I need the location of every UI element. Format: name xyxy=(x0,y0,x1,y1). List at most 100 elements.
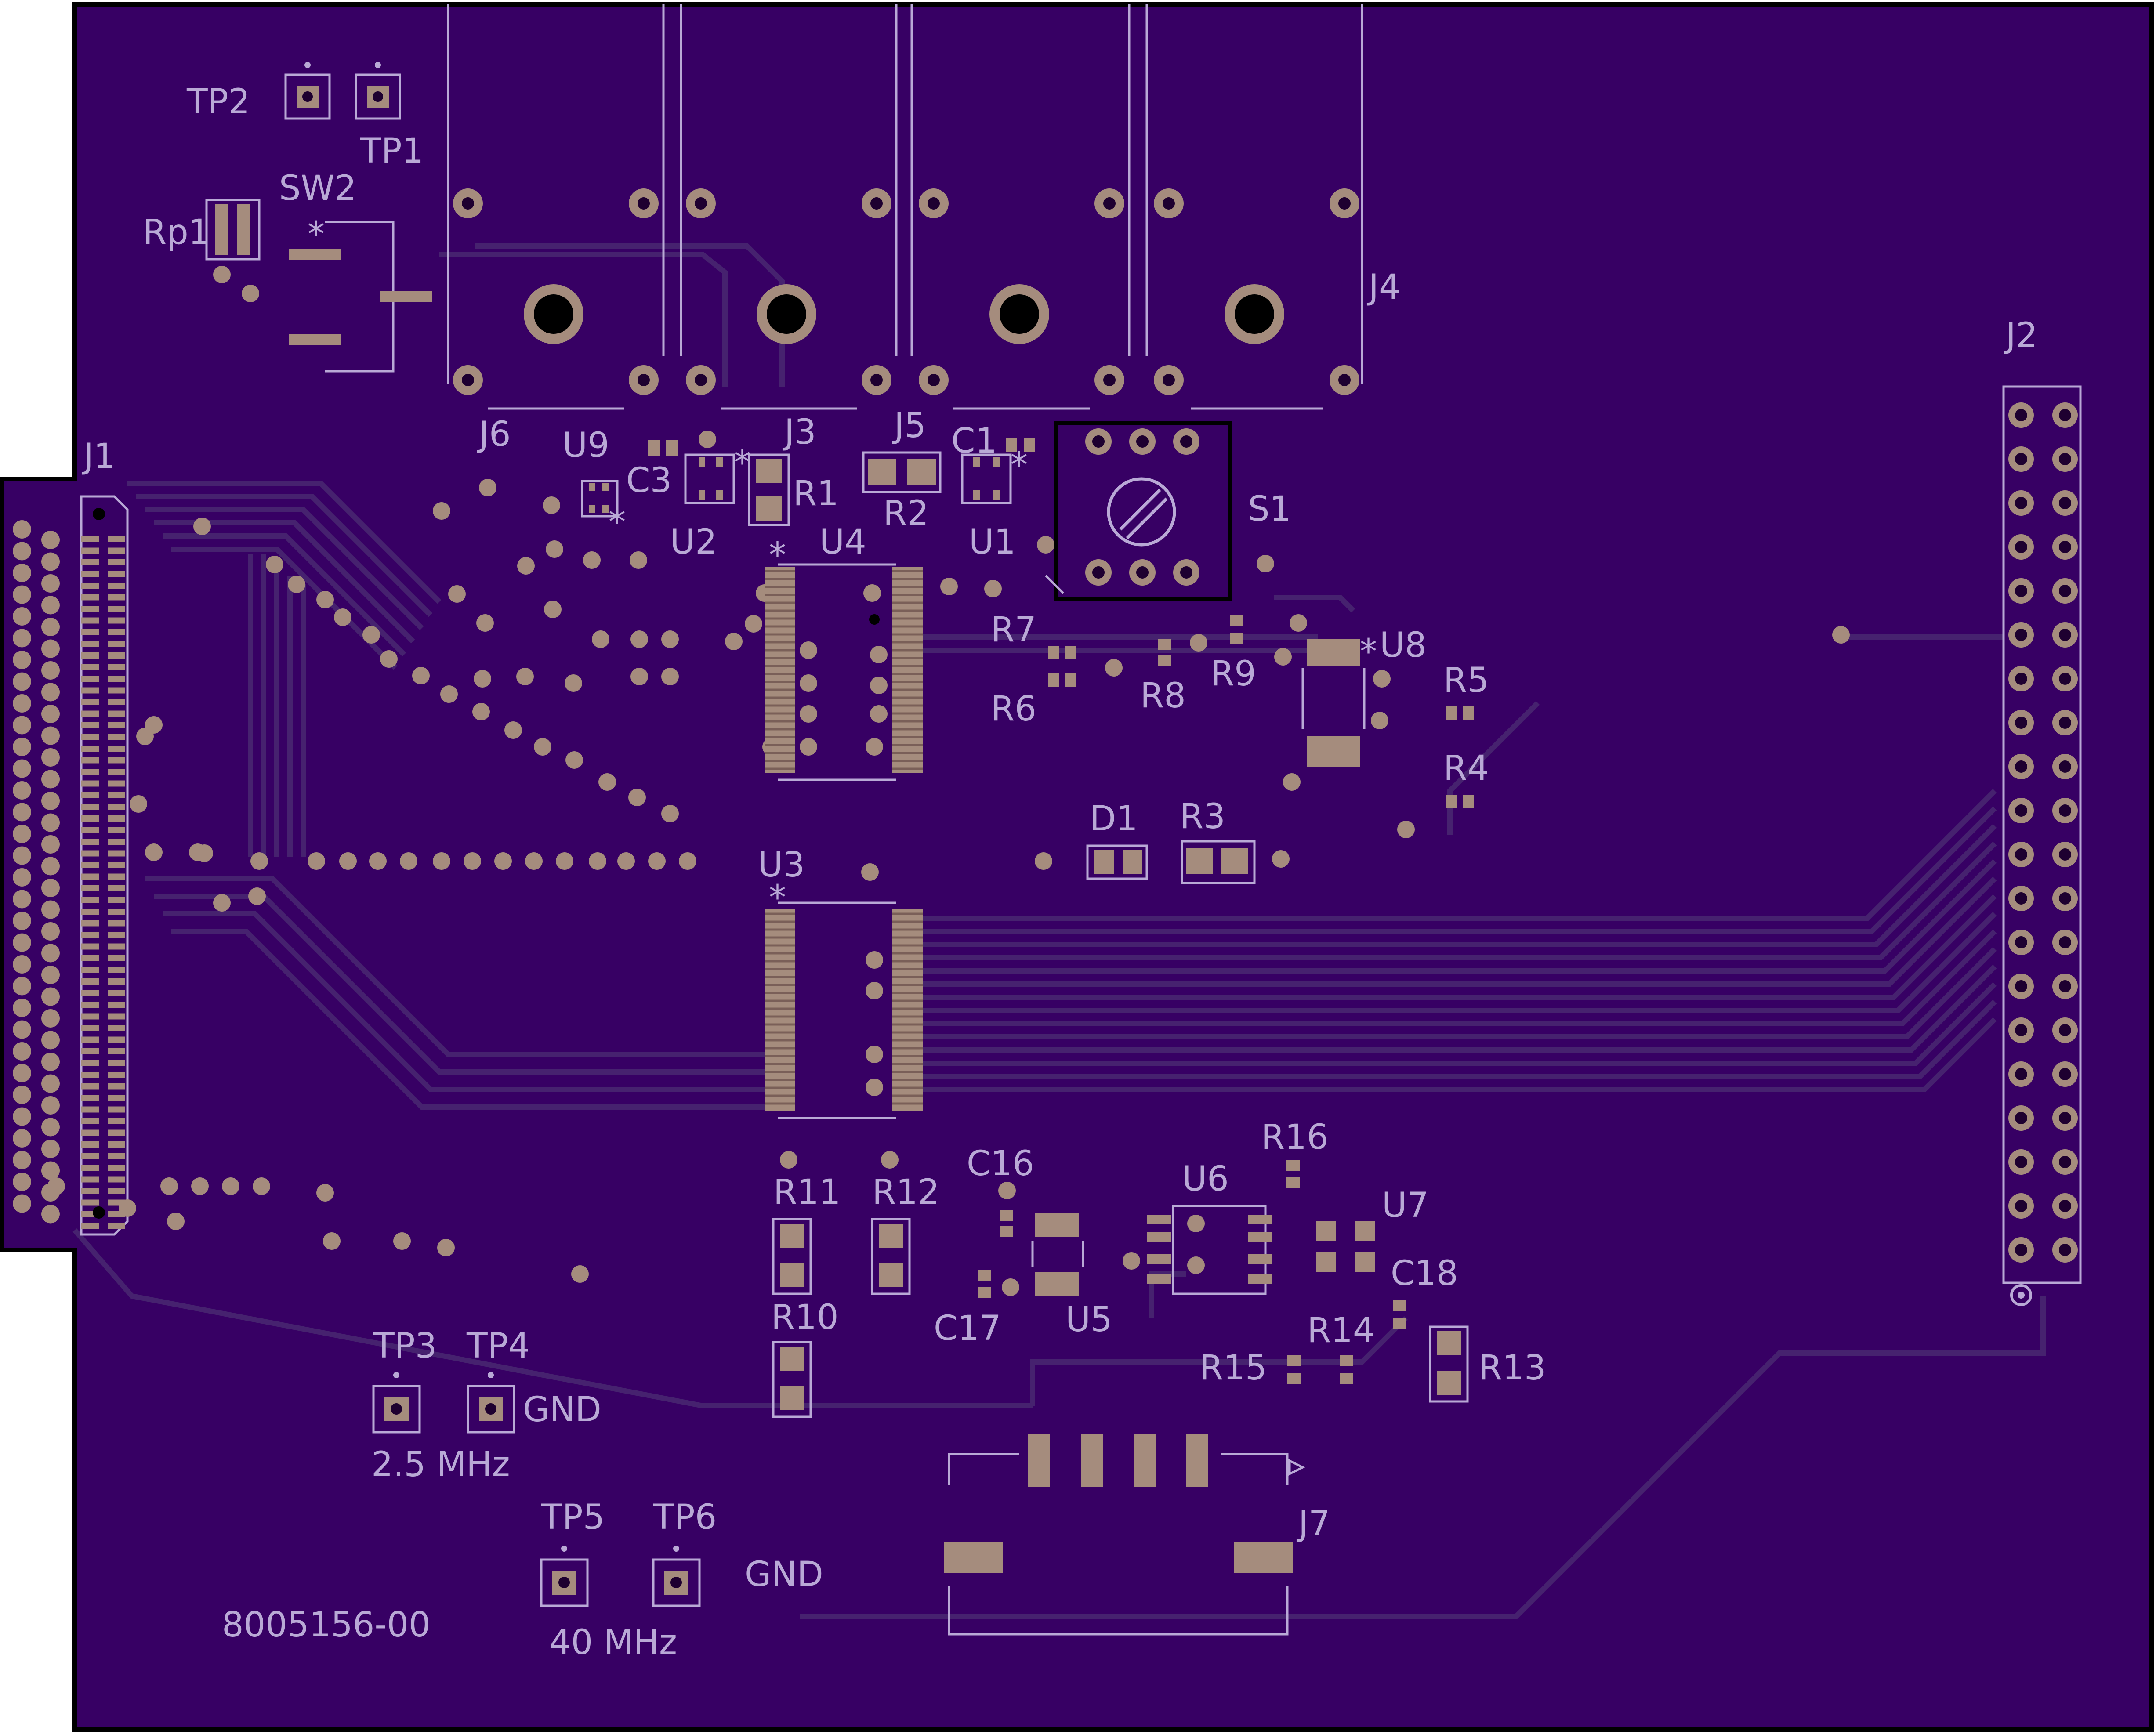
j1-pin xyxy=(81,920,99,927)
j1-pin xyxy=(108,1083,125,1090)
label-tp5-freq: 40 MHz xyxy=(549,1623,677,1662)
label-tp6: TP6 xyxy=(653,1498,717,1537)
label-tp3-freq: 2.5 MHz xyxy=(371,1445,510,1484)
j1-pin xyxy=(81,1002,99,1008)
via xyxy=(940,578,958,595)
j1-pin xyxy=(108,687,125,694)
via xyxy=(592,630,609,648)
j1-pin xyxy=(81,1129,99,1136)
rp1-resistor xyxy=(205,199,261,302)
via xyxy=(661,630,679,648)
via xyxy=(1397,821,1415,838)
j1-pin xyxy=(108,1153,125,1159)
tp5-pad xyxy=(540,1546,589,1607)
via xyxy=(433,852,450,870)
j1-pin xyxy=(108,839,125,845)
j1-pin xyxy=(108,990,125,996)
label-j1: J1 xyxy=(81,437,116,476)
via xyxy=(543,496,560,514)
j1-pin xyxy=(81,955,99,961)
via xyxy=(866,1046,883,1063)
via xyxy=(41,813,60,832)
via xyxy=(544,601,562,618)
via xyxy=(41,1118,60,1137)
via xyxy=(1190,634,1207,652)
j1-pin xyxy=(108,1129,125,1136)
via xyxy=(800,674,817,692)
j1-pin xyxy=(108,943,125,950)
via xyxy=(41,987,60,1006)
via xyxy=(474,670,491,688)
via xyxy=(13,1064,31,1082)
j1-pin xyxy=(81,594,99,601)
j1-pin xyxy=(81,862,99,868)
via xyxy=(630,551,647,569)
j1-pin xyxy=(108,699,125,705)
via xyxy=(1187,1215,1205,1232)
via xyxy=(661,668,679,685)
via xyxy=(41,922,60,941)
j1-pin xyxy=(81,873,99,880)
j1-pin xyxy=(81,909,99,915)
via xyxy=(13,738,31,756)
via xyxy=(661,805,679,822)
u3-ic: * xyxy=(765,878,923,1119)
via xyxy=(41,748,60,767)
j1-pin xyxy=(81,827,99,833)
tp3-pad xyxy=(372,1372,421,1434)
j1-pin xyxy=(108,1025,125,1031)
via xyxy=(13,1020,31,1039)
j1-pin xyxy=(108,909,125,915)
j1-pin xyxy=(81,897,99,903)
via xyxy=(800,641,817,659)
via xyxy=(13,716,31,735)
j1-pin xyxy=(81,804,99,810)
j1-pin xyxy=(108,932,125,938)
via xyxy=(13,672,31,691)
via xyxy=(41,661,60,680)
label-sw2: SW2 xyxy=(279,169,356,208)
via xyxy=(288,576,305,593)
j1-pin xyxy=(108,955,125,961)
label-s1: S1 xyxy=(1248,489,1291,529)
label-j6: J6 xyxy=(477,415,511,454)
via xyxy=(565,751,583,769)
j1-pin xyxy=(81,839,99,845)
j1-pin xyxy=(108,815,125,822)
via xyxy=(13,542,31,561)
label-j3: J3 xyxy=(782,413,816,452)
label-u6: U6 xyxy=(1182,1159,1229,1199)
via xyxy=(13,1107,31,1126)
j1-pin xyxy=(108,967,125,973)
label-r7: R7 xyxy=(991,610,1036,650)
via xyxy=(1037,536,1054,554)
tp2-pad xyxy=(284,62,331,120)
label-r3: R3 xyxy=(1180,797,1225,836)
via xyxy=(476,614,494,632)
j1-pin xyxy=(108,629,125,635)
j1-connector xyxy=(80,495,129,1236)
j1-pin xyxy=(108,1223,125,1229)
via xyxy=(679,852,696,870)
j1-pin xyxy=(81,978,99,985)
j1-pin xyxy=(81,1199,99,1206)
via xyxy=(628,789,646,806)
j1-pin xyxy=(108,792,125,798)
via xyxy=(881,1151,899,1169)
j1-pin xyxy=(81,1060,99,1066)
label-u3: U3 xyxy=(758,845,805,885)
via xyxy=(412,667,430,684)
j1-pin xyxy=(108,722,125,728)
via xyxy=(13,890,31,909)
j1-pin xyxy=(108,827,125,833)
j1-pin xyxy=(81,536,99,542)
via xyxy=(308,852,325,870)
label-c16: C16 xyxy=(967,1144,1034,1184)
via xyxy=(648,852,666,870)
via xyxy=(1373,670,1391,688)
label-c3: C3 xyxy=(626,461,672,500)
via xyxy=(762,738,780,756)
via xyxy=(41,1205,60,1224)
j1-pin xyxy=(81,1013,99,1020)
via xyxy=(866,951,883,969)
